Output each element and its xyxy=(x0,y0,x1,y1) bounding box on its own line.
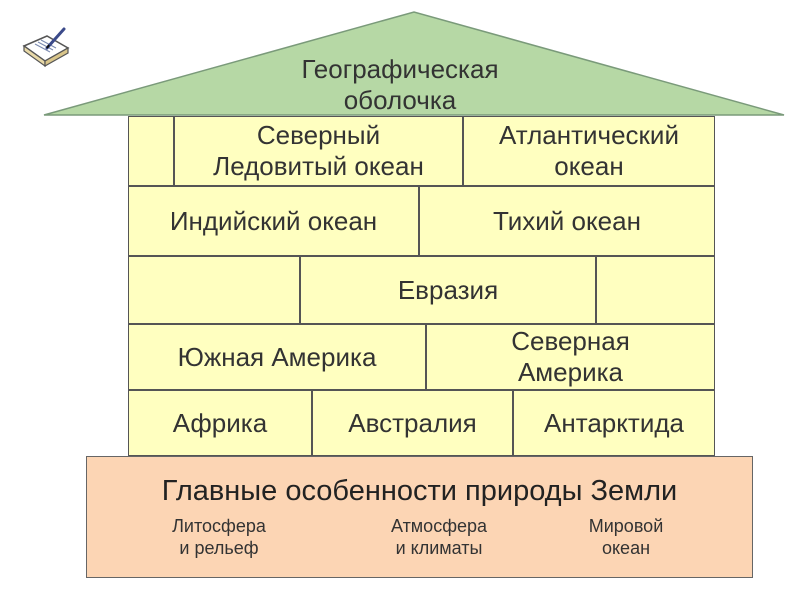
brick-line: океан xyxy=(554,151,624,181)
brick-line: Южная Америка xyxy=(177,341,377,372)
brick-line: Северный xyxy=(256,120,381,150)
brick-line: Антарктида xyxy=(544,407,684,438)
brick-line: Америка xyxy=(517,357,624,387)
brick-arctic-ocean: Северный Ледовитый океан xyxy=(174,116,463,186)
foundation-item-line: Литосфера xyxy=(172,516,266,536)
brick-line: Ледовитый океан xyxy=(213,151,424,181)
brick-line: Северная xyxy=(511,326,630,356)
foundation-item-lithosphere: Литосфера и рельеф xyxy=(119,515,319,559)
brick-eurasia: Евразия xyxy=(300,256,596,324)
brick-row1-edge xyxy=(128,116,174,186)
roof-title-line-1: Географическая xyxy=(301,54,499,84)
brick-australia: Австралия xyxy=(312,390,513,456)
brick-pacific-ocean: Тихий океан xyxy=(419,186,715,256)
brick-line: Африка xyxy=(172,407,268,438)
foundation-item-line: и климаты xyxy=(395,538,483,558)
brick-row3-left xyxy=(128,256,300,324)
brick-antarctica: Антарктида xyxy=(513,390,715,456)
brick-row3-right xyxy=(596,256,715,324)
brick-line: Атлантический xyxy=(499,120,679,150)
brick-line: Тихий океан xyxy=(493,205,641,236)
foundation: Главные особенности природы Земли Литосф… xyxy=(86,456,753,578)
brick-line: Евразия xyxy=(397,274,499,305)
foundation-item-line: Мировой xyxy=(588,516,664,536)
foundation-item-atmosphere: Атмосфера и климаты xyxy=(339,515,539,559)
roof-title-line-2: оболочка xyxy=(343,85,457,115)
foundation-item-line: океан xyxy=(601,538,651,558)
roof-triangle xyxy=(43,11,785,116)
foundation-item-world-ocean: Мировой океан xyxy=(526,515,726,559)
brick-atlantic-ocean: Атлантический океан xyxy=(463,116,715,186)
brick-north-america: Северная Америка xyxy=(426,324,715,390)
roof-title: Географическая оболочка xyxy=(250,54,550,116)
book-pen-icon xyxy=(22,27,70,68)
foundation-item-line: и рельеф xyxy=(179,538,259,558)
brick-line: Индийский океан xyxy=(169,205,378,236)
foundation-title: Главные особенности природы Земли xyxy=(161,475,678,507)
brick-indian-ocean: Индийский океан xyxy=(128,186,419,256)
brick-africa: Африка xyxy=(128,390,312,456)
brick-south-america: Южная Америка xyxy=(128,324,426,390)
brick-line: Австралия xyxy=(348,407,477,438)
foundation-item-line: Атмосфера xyxy=(390,516,488,536)
